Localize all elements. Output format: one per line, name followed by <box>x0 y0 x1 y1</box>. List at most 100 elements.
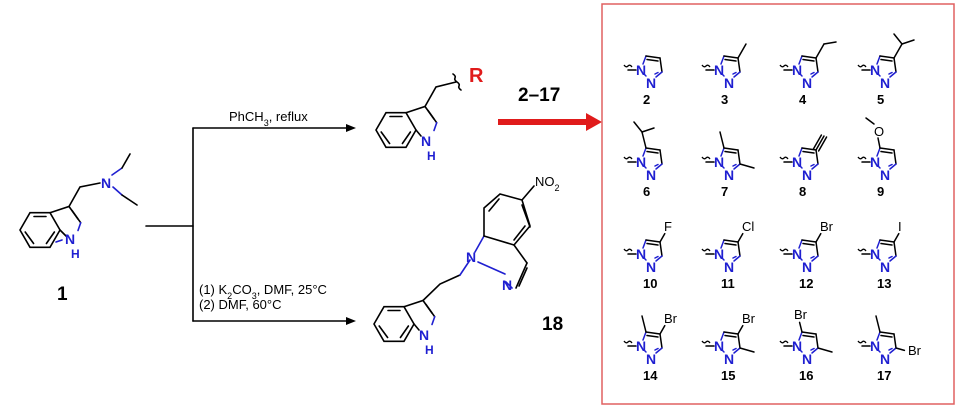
ring-bond <box>811 71 819 78</box>
methyl-bond <box>875 315 881 333</box>
ring-bond <box>723 239 739 243</box>
ethyl-bond <box>823 41 837 45</box>
ring-bond <box>801 239 817 243</box>
ring-bond <box>723 147 739 151</box>
ring-double-bond <box>724 58 737 62</box>
compound-18-number: 18 <box>542 314 563 335</box>
ring-double-bond <box>888 163 893 167</box>
substituent-f: F <box>664 219 672 234</box>
ring-bond <box>889 347 897 354</box>
compound-number-7: 7 <box>721 184 728 199</box>
ring-bond <box>879 331 895 335</box>
ring-bond <box>877 165 881 169</box>
methoxy-oxygen: O <box>874 124 884 139</box>
ring-double-bond <box>646 242 659 246</box>
compound-number-5: 5 <box>877 92 884 107</box>
ring-double-bond <box>654 347 659 351</box>
attachment-wavy-bond <box>857 64 867 68</box>
compound-18-n1: N <box>466 249 476 265</box>
pyrazole-8: NN8 <box>779 134 828 199</box>
methyl-bond <box>739 163 755 169</box>
ring-bond <box>723 55 739 59</box>
pyrazole-n2: N <box>724 259 734 275</box>
substituent-cl: Cl <box>742 219 754 234</box>
ring-bond <box>799 349 803 353</box>
ring-double-bond <box>732 163 737 167</box>
ring-bond <box>733 163 741 170</box>
ring-double-bond <box>654 163 659 167</box>
ring-bond <box>733 347 741 354</box>
pyrazole-n1: N <box>714 246 724 262</box>
ring-bond <box>721 73 725 77</box>
methoxy-bond <box>877 137 881 149</box>
compound-range-label: 2–17 <box>518 85 560 106</box>
ring-bond <box>877 73 881 77</box>
pyrazole-n2: N <box>880 167 890 183</box>
ring-bond <box>799 73 803 77</box>
ring-bond <box>798 55 803 65</box>
pyrazole-n2: N <box>802 351 812 367</box>
ring-double-bond <box>810 163 815 167</box>
ring-bond <box>733 255 741 262</box>
ring-double-bond <box>880 334 893 338</box>
attachment-wavy-bond <box>857 248 867 252</box>
product-2-17-structure <box>375 73 462 149</box>
substituent-br: Br <box>794 307 808 322</box>
ring-bond <box>642 331 647 341</box>
pyrazole-3: NN3 <box>701 43 747 107</box>
pyrazole-4: NN4 <box>779 41 837 107</box>
compound-number-6: 6 <box>643 184 650 199</box>
ring-bond <box>720 147 725 157</box>
ring-double-bond <box>646 58 659 62</box>
compound-number-17: 17 <box>877 368 891 383</box>
isopropyl-bond <box>893 43 903 59</box>
ring-bond <box>659 333 663 349</box>
pyrazole-7: NN7 <box>701 131 755 199</box>
pyrazole-n2: N <box>724 167 734 183</box>
attachment-wavy-bond <box>779 340 789 344</box>
ring-double-bond <box>724 242 737 246</box>
compound-1-amine-n: N <box>101 175 111 191</box>
ring-bond <box>721 165 725 169</box>
ring-double-bond <box>646 150 659 154</box>
red-arrow-head <box>586 113 602 131</box>
pyrazole-n2: N <box>646 75 656 91</box>
ring-bond <box>811 163 819 170</box>
pyrazole-n2: N <box>724 75 734 91</box>
ring-double-bond <box>654 255 659 259</box>
ring-bond <box>720 55 725 65</box>
ring-bond <box>893 57 897 73</box>
ring-bond <box>889 163 897 170</box>
ring-bond <box>876 55 881 65</box>
pyrazole-5: NN5 <box>857 33 915 107</box>
methyl-bond <box>641 315 647 333</box>
ring-bond <box>645 239 661 243</box>
methoxy-methyl-bond <box>865 117 875 125</box>
compound-number-15: 15 <box>721 368 735 383</box>
pyrazole-n2: N <box>724 351 734 367</box>
ring-bond <box>643 349 647 353</box>
compound-number-16: 16 <box>799 368 813 383</box>
ring-bond <box>798 239 803 249</box>
r-group-panel <box>601 3 955 405</box>
compound-number-2: 2 <box>643 92 650 107</box>
compound-number-13: 13 <box>877 276 891 291</box>
attachment-wavy-bond <box>857 156 867 160</box>
ring-bond <box>876 239 881 249</box>
compound-18-n2: N <box>502 277 512 293</box>
ring-bond <box>720 331 725 341</box>
substituent-i: I <box>898 219 902 234</box>
ring-bond <box>723 331 739 335</box>
compound-number-3: 3 <box>721 92 728 107</box>
pyrazole-6: NN6 <box>623 121 663 199</box>
attachment-wavy-bond <box>779 248 789 252</box>
pyrazole-n1: N <box>636 62 646 78</box>
ring-bond <box>642 55 647 65</box>
substituent-bond <box>798 321 803 333</box>
pyrazole-n1: N <box>792 154 802 170</box>
ring-bond <box>893 241 897 257</box>
